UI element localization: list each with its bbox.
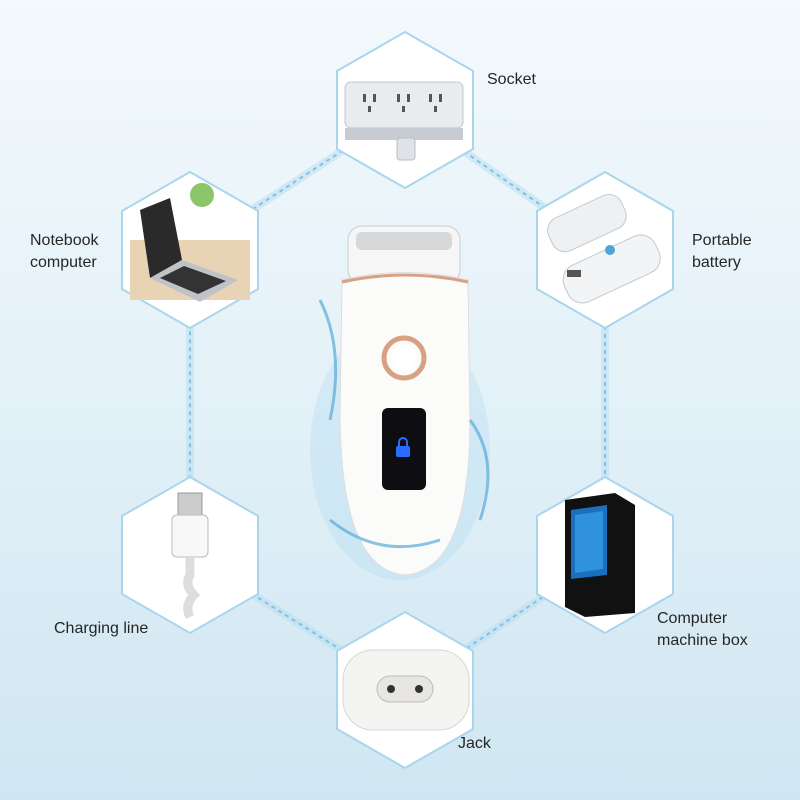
notebook-tile xyxy=(121,171,259,329)
label-computer-box-line2: machine box xyxy=(657,632,748,649)
label-jack: Jack xyxy=(458,735,491,752)
label-socket: Socket xyxy=(487,71,536,88)
shaver-product xyxy=(310,225,490,580)
portable-battery-tile xyxy=(536,171,674,329)
label-notebook-line1: Notebook xyxy=(30,232,99,249)
label-notebook-line2: computer xyxy=(30,254,97,271)
charging-line-tile xyxy=(121,476,259,634)
computer-box-tile xyxy=(536,476,674,634)
label-computer-box-line1: Computer xyxy=(657,610,728,627)
jack-tile xyxy=(336,611,474,769)
socket-tile xyxy=(336,31,474,189)
label-charging-line: Charging line xyxy=(54,620,149,637)
label-portable-battery-line2: battery xyxy=(692,254,741,271)
label-portable-battery-line1: Portable xyxy=(692,232,752,249)
